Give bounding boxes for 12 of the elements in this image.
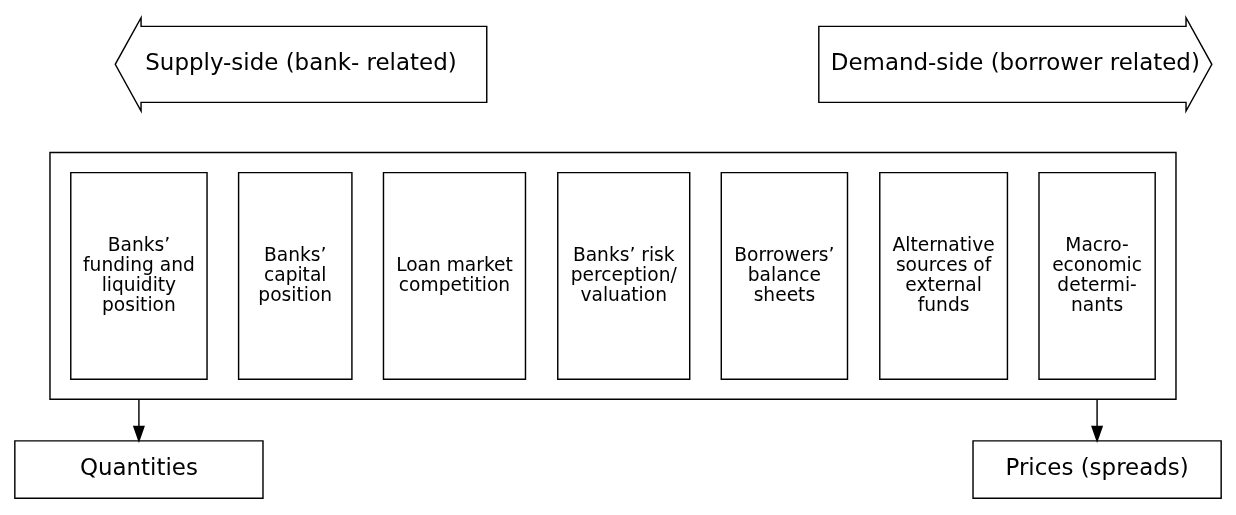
node-box: Loan market competition xyxy=(382,171,527,380)
node-box: Banks’ risk perception/ valuation xyxy=(557,171,691,380)
node-box: Prices (spreads) xyxy=(972,439,1222,499)
node-box: Macro- economic determi- nants xyxy=(1038,171,1156,380)
node-box: Banks’ capital position xyxy=(237,171,353,380)
node-box: Alternative sources of external funds xyxy=(879,171,1009,380)
node-box: Quantities xyxy=(14,439,264,499)
node-box: Banks’ funding and liquidity position xyxy=(70,171,208,380)
cluster xyxy=(49,151,1177,400)
arrow xyxy=(1091,398,1104,443)
arrow xyxy=(132,398,145,443)
node-box: Borrowers’ balance sheets xyxy=(720,171,849,380)
